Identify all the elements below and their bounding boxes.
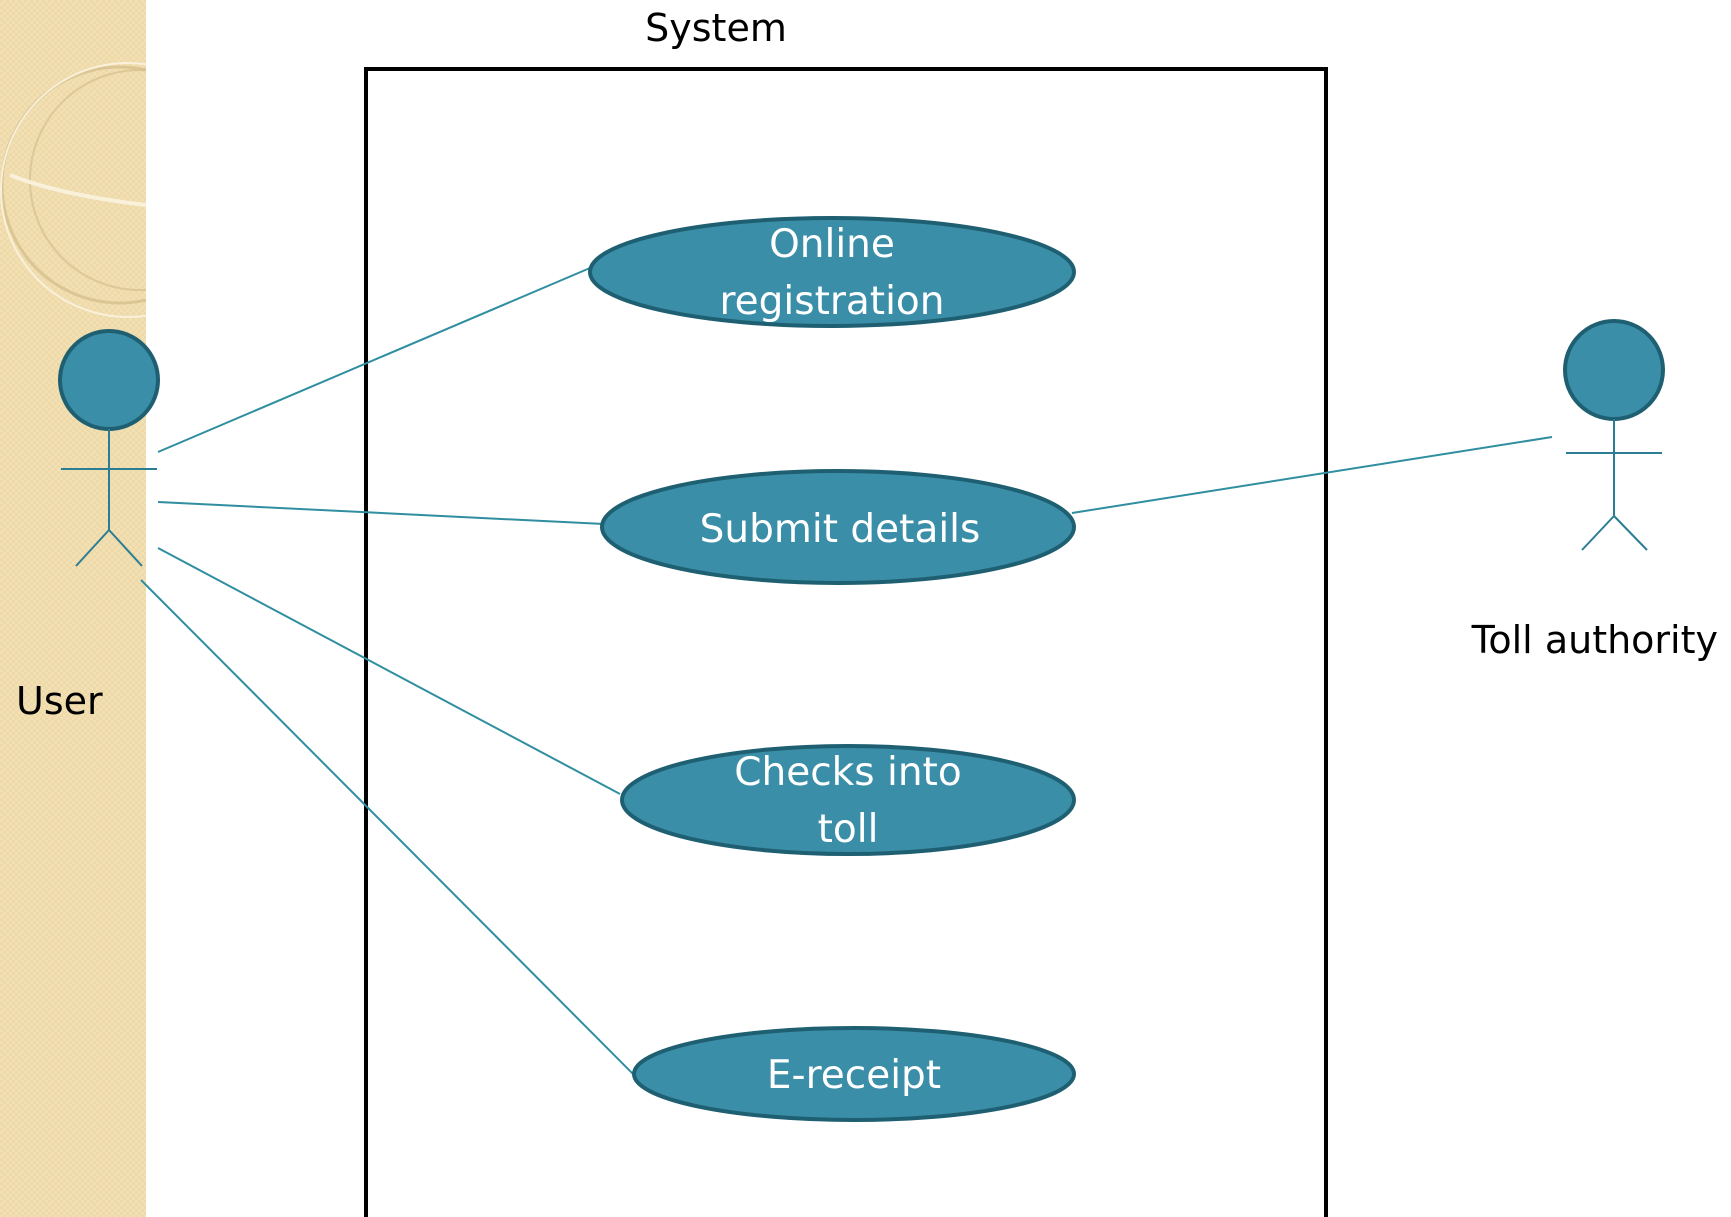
usecase-label-line: Online (769, 222, 895, 267)
usecase-label-line: Checks into (734, 750, 961, 795)
association-user-submit-details (157, 501, 605, 525)
actor-label: User (16, 679, 103, 723)
association-toll-authority-submit-details (1071, 436, 1553, 514)
usecase-checks-into-toll: Checks into toll (620, 744, 1076, 856)
associations (140, 267, 1553, 1082)
usecase-label-line: Submit details (700, 507, 981, 552)
actor-label: Toll authority (1471, 618, 1718, 662)
usecase-label-line: registration (719, 279, 944, 324)
left-decorative-band (0, 0, 146, 1217)
usecase-online-registration: Online registration (588, 216, 1076, 328)
usecase-ellipse (588, 216, 1076, 328)
usecase-label-line: E-receipt (767, 1053, 941, 1098)
ornament-circles-icon (0, 62, 146, 318)
association-user-e-receipt (140, 579, 641, 1082)
actor-toll-authority: Toll authority (1471, 319, 1718, 662)
actor-user: User (16, 329, 160, 723)
usecase-submit-details: Submit details (600, 469, 1076, 585)
association-user-checks-into-toll (157, 547, 621, 795)
stick-figure-icon (58, 329, 160, 567)
system-boundary (364, 67, 1328, 1217)
association-user-online-registration (157, 267, 591, 453)
usecase-ellipse (600, 469, 1076, 585)
stick-figure-icon (1563, 319, 1665, 551)
band-background (0, 0, 146, 1217)
usecase-e-receipt: E-receipt (632, 1026, 1076, 1122)
usecase-label-line: toll (818, 807, 879, 852)
system-label: System (645, 6, 787, 50)
usecase-ellipse (620, 744, 1076, 856)
usecase-ellipse (632, 1026, 1076, 1122)
